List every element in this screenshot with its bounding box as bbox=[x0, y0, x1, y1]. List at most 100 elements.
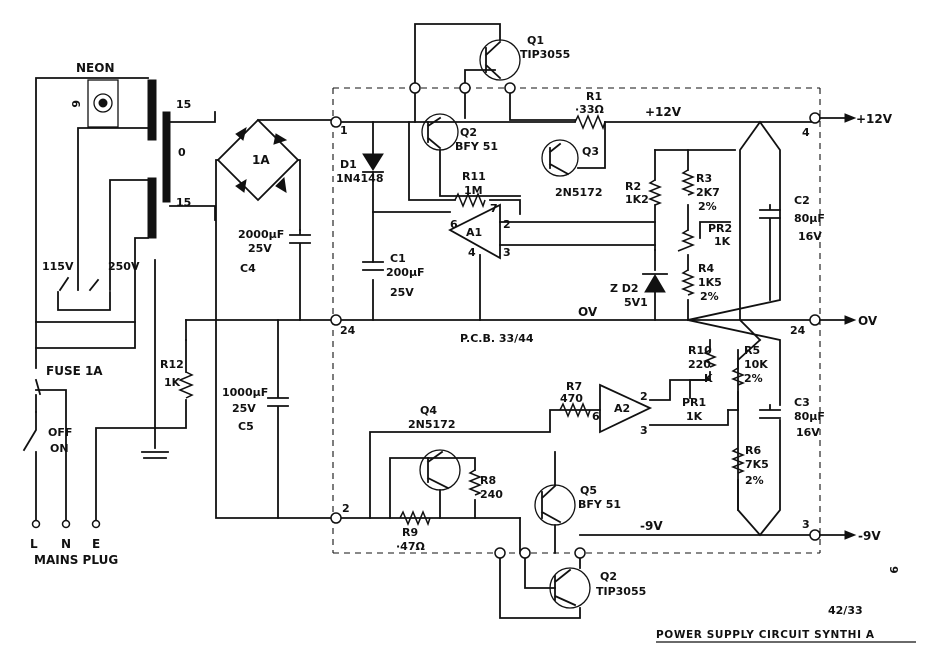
neon-lamp-icon bbox=[93, 93, 113, 113]
q5-part: BFY 51 bbox=[578, 498, 621, 511]
a1-pin-top: 7 bbox=[490, 202, 498, 215]
pin-24-left-label: 24 bbox=[340, 324, 356, 337]
pin-2-label: 2 bbox=[342, 502, 350, 515]
c4-value: 2000µF bbox=[238, 228, 284, 241]
pin-1-label: 1 bbox=[340, 124, 348, 137]
c1-name: C1 bbox=[390, 252, 406, 265]
a2-pin-minus: 2 bbox=[640, 390, 648, 403]
pr1-value: 1K bbox=[686, 410, 703, 423]
rectifier-section bbox=[162, 111, 334, 519]
pin-labels: 1 24 2 4 24 3 bbox=[340, 124, 810, 531]
c4-name: C4 bbox=[240, 262, 256, 275]
c1-voltage: 25V bbox=[390, 286, 414, 299]
r3-name: R3 bbox=[696, 172, 712, 185]
q3-name: Q3 bbox=[582, 145, 599, 158]
pcb-number-label: P.C.B. 33/44 bbox=[460, 332, 534, 345]
r10-name: R10 bbox=[688, 344, 712, 357]
r5-name: R5 bbox=[744, 344, 760, 357]
r9-name: R9 bbox=[402, 526, 418, 539]
r4-name: R4 bbox=[698, 262, 714, 275]
plug-l-label: L bbox=[30, 537, 38, 551]
r4-value: 1K5 bbox=[698, 276, 722, 289]
title-block: 42/33 POWER SUPPLY CIRCUIT SYNTHI A 9 bbox=[656, 566, 916, 643]
r6-name: R6 bbox=[745, 444, 761, 457]
a2-pin-plus: 3 bbox=[640, 424, 648, 437]
zd2-name: Z D2 bbox=[610, 282, 639, 295]
q2-top-name: Q2 bbox=[460, 126, 477, 139]
secondary-mid-label: 0 bbox=[178, 146, 186, 159]
fuse-label: FUSE 1A bbox=[46, 364, 103, 378]
switch-off-label: OFF bbox=[48, 426, 72, 439]
a1-pin-out: 6 bbox=[450, 218, 458, 231]
r9-value: ·47Ω bbox=[396, 540, 425, 553]
net-ov-label: OV bbox=[578, 305, 598, 319]
q4-name: Q4 bbox=[420, 404, 437, 417]
a1-name: A1 bbox=[466, 226, 482, 239]
r10-unit: K bbox=[704, 372, 713, 385]
q2-top-part: BFY 51 bbox=[455, 140, 498, 153]
pin-4-label: 4 bbox=[802, 126, 810, 139]
r12-name: R12 bbox=[160, 358, 184, 371]
r5-value: 10K bbox=[744, 358, 768, 371]
bridge-label: 1A bbox=[252, 153, 270, 167]
q1-name: Q1 bbox=[527, 34, 544, 47]
net-labels: +12V OV -9V P.C.B. 33/44 bbox=[460, 105, 682, 533]
d1-part: 1N4148 bbox=[336, 172, 383, 185]
r3-value: 2K7 bbox=[696, 186, 720, 199]
c5-voltage: 25V bbox=[232, 402, 256, 415]
r8-value: 240 bbox=[480, 488, 503, 501]
r2-value: 1K2 bbox=[625, 193, 649, 206]
transformer-pin-6: 6 bbox=[69, 100, 82, 108]
r7-name: R7 bbox=[566, 380, 582, 393]
mains-section bbox=[22, 77, 194, 529]
r4-tol: 2% bbox=[700, 290, 719, 303]
c3-voltage: 16V bbox=[796, 426, 820, 439]
output-pos12-label: +12V bbox=[856, 112, 893, 126]
a2-name: A2 bbox=[614, 402, 630, 415]
mains-plug-label: MAINS PLUG bbox=[34, 553, 118, 567]
c3-name: C3 bbox=[794, 396, 810, 409]
pin-24-right-label: 24 bbox=[790, 324, 806, 337]
r5-tol: 2% bbox=[744, 372, 763, 385]
c4-voltage: 25V bbox=[248, 242, 272, 255]
d1-name: D1 bbox=[340, 158, 357, 171]
c2-name: C2 bbox=[794, 194, 810, 207]
pr1-name: PR1 bbox=[682, 396, 706, 409]
output-neg9-label: -9V bbox=[858, 529, 881, 543]
a2-pin-out: 6 bbox=[592, 410, 600, 423]
pin-3-label: 3 bbox=[802, 518, 810, 531]
r2-name: R2 bbox=[625, 180, 641, 193]
q2-bot-name: Q2 bbox=[600, 570, 617, 583]
r11-name: R11 bbox=[462, 170, 486, 183]
plug-n-label: N bbox=[61, 537, 71, 551]
r1-value: ·33Ω bbox=[575, 103, 604, 116]
q4-part: 2N5172 bbox=[408, 418, 455, 431]
pr2-name: PR2 bbox=[708, 222, 732, 235]
q3-part: 2N5172 bbox=[555, 186, 602, 199]
r7-value: 470 bbox=[560, 392, 583, 405]
c1-value: 200µF bbox=[386, 266, 425, 279]
drawing-title: POWER SUPPLY CIRCUIT SYNTHI A bbox=[656, 629, 875, 641]
secondary-bot-label: 15 bbox=[176, 196, 191, 209]
c5-value: 1000µF bbox=[222, 386, 268, 399]
switch-on-label: ON bbox=[50, 442, 69, 455]
c5-name: C5 bbox=[238, 420, 254, 433]
a1-pin-minus: 2 bbox=[503, 218, 511, 231]
c3-value: 80µF bbox=[794, 410, 825, 423]
zd2-part: 5V1 bbox=[624, 296, 648, 309]
r12-value: 1K bbox=[164, 376, 181, 389]
r10-value: 220 bbox=[688, 358, 711, 371]
r11-value: 1M bbox=[464, 184, 483, 197]
pr2-value: 1K bbox=[714, 235, 731, 248]
tap-250-label: 250V bbox=[108, 260, 140, 273]
secondary-top-label: 15 bbox=[176, 98, 191, 111]
r1-name: R1 bbox=[586, 90, 602, 103]
a1-pin-plus: 3 bbox=[503, 246, 511, 259]
net-pos12-label: +12V bbox=[645, 105, 682, 119]
plug-e-label: E bbox=[92, 537, 100, 551]
output-labels: +12V OV -9V bbox=[856, 112, 893, 543]
neon-label: NEON bbox=[76, 61, 114, 75]
a1-pin-bot: 4 bbox=[468, 246, 476, 259]
q2-bot-part: TIP3055 bbox=[596, 585, 646, 598]
